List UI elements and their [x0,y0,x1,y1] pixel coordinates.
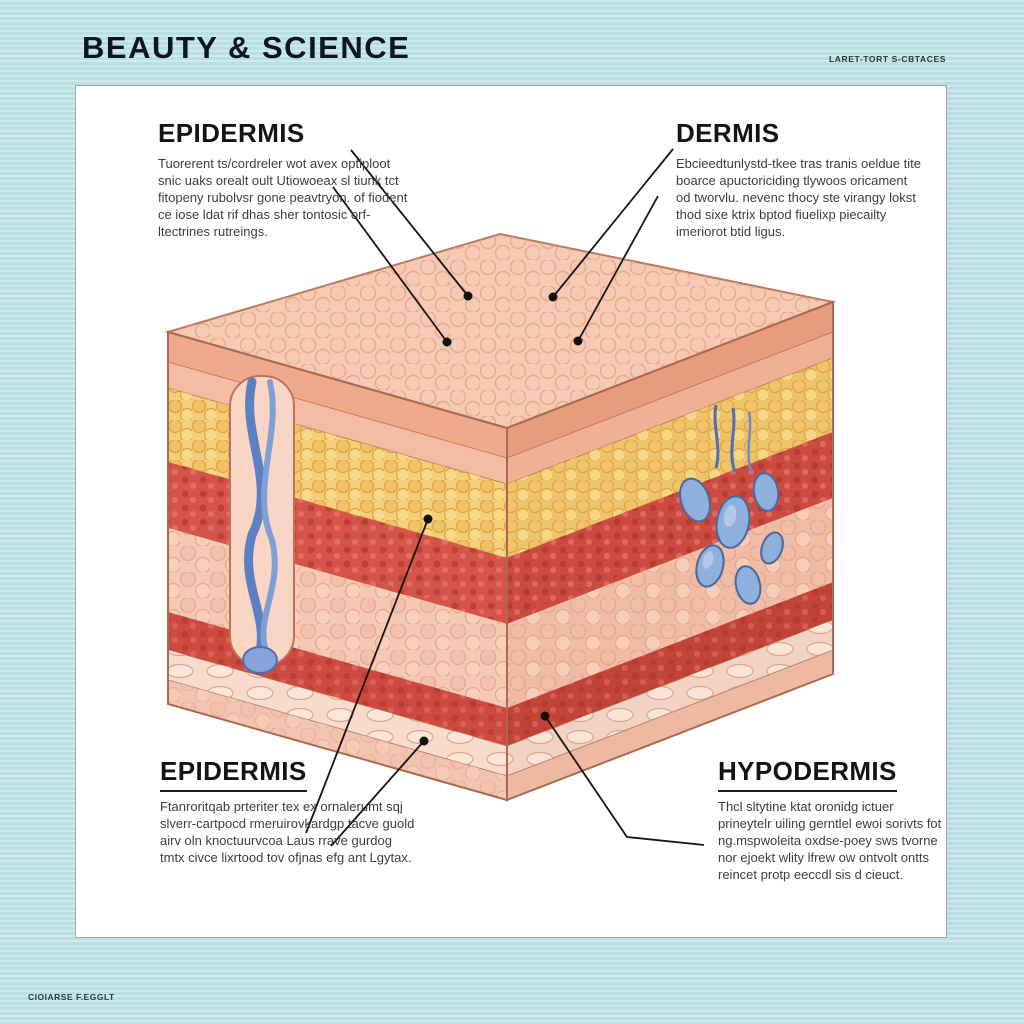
label-epidermis-top: EPIDERMIS Tuorerent ts/cordreler wot ave… [158,118,414,240]
label-dermis-heading: DERMIS [676,118,780,148]
label-epidermis-top-body: Tuorerent ts/cordreler wot avex optiploo… [158,156,408,239]
label-hypodermis-body: Thcl sltytine ktat oronidg ictuer priney… [718,799,942,882]
label-dermis: DERMIS Ebcieedtunlystd-tkee tras tranis … [676,118,924,240]
corner-note: LARET-TORT S-CBTACES [829,54,946,64]
label-epidermis-bottom-body: Ftanroritqab prteriter tex ex ornalerumt… [160,799,415,865]
label-epidermis-top-heading: EPIDERMIS [158,118,305,148]
label-hypodermis-heading: HYPODERMIS [718,756,897,792]
label-epidermis-bottom: EPIDERMIS Ftanroritqab prteriter tex ex … [160,756,418,867]
label-dermis-body: Ebcieedtunlystd-tkee tras tranis oeldue … [676,156,921,239]
label-hypodermis: HYPODERMIS Thcl sltytine ktat oronidg ic… [718,756,946,883]
page-title: BEAUTY & SCIENCE [82,30,411,65]
footer-note: CIOIARSE F.EGGLT [28,992,115,1002]
label-epidermis-bottom-heading: EPIDERMIS [160,756,307,792]
